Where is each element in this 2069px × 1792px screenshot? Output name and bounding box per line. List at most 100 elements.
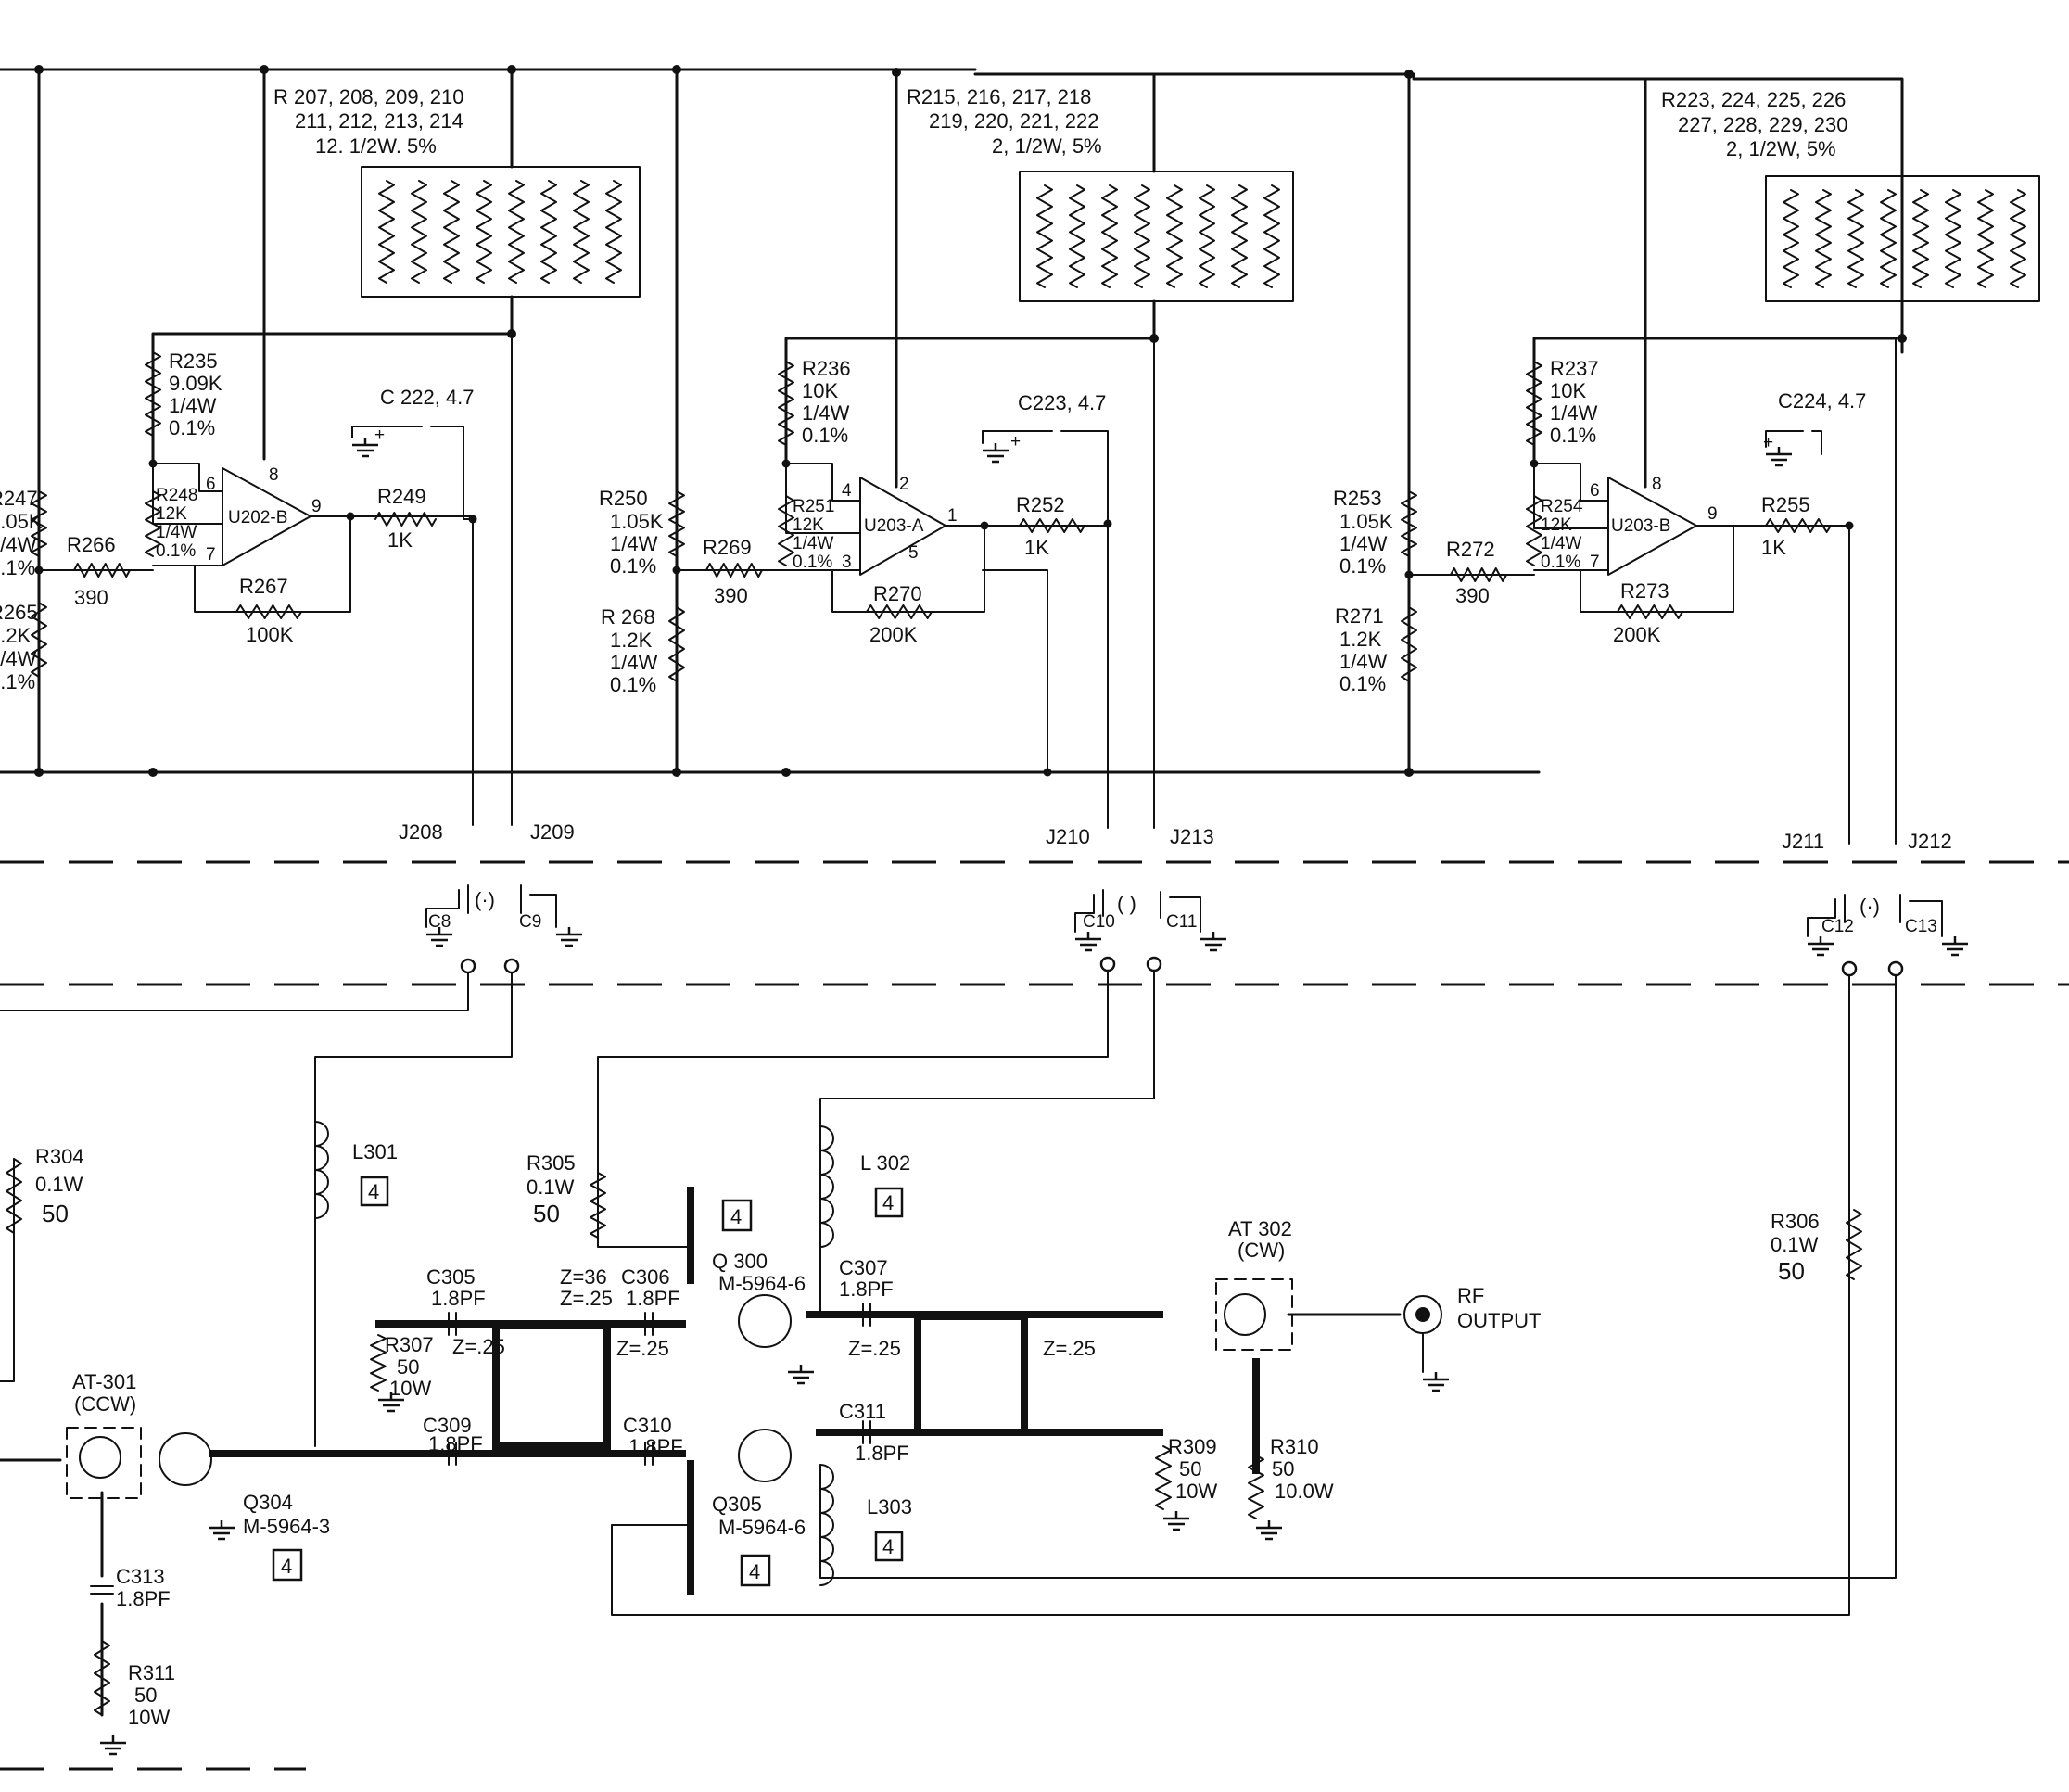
r269-label: R269 xyxy=(703,536,752,559)
r273-resistor xyxy=(1617,604,1683,619)
c310-label: C310 xyxy=(623,1414,672,1437)
r307-power: 10W xyxy=(389,1377,431,1400)
r247-power: 1/4W xyxy=(0,533,37,556)
r310-power: 10.0W xyxy=(1275,1480,1334,1503)
r236-resistor xyxy=(778,361,794,446)
opamp-u202-b xyxy=(222,467,311,566)
opamp-1-pin-inn: 7 xyxy=(206,545,216,565)
r254-tolerance: 0.1% xyxy=(1541,553,1580,572)
q300-ref-box xyxy=(721,1199,753,1232)
r251-tolerance: 0.1% xyxy=(793,553,832,572)
r237-resistor xyxy=(1526,361,1542,446)
r310-value: 50 xyxy=(1272,1457,1294,1481)
r265-power: 1/4W xyxy=(0,647,37,670)
z-d-label: Z=.25 xyxy=(1043,1337,1096,1360)
bank-3-label-line-3: 2, 1/2W, 5% xyxy=(1726,137,1836,160)
c306-plates xyxy=(644,1312,654,1336)
bank-1-resistor-2 xyxy=(411,180,427,284)
q305-part: M-5964-6 xyxy=(718,1516,806,1539)
c307-label: C307 xyxy=(839,1256,888,1279)
q304-part: M-5964-3 xyxy=(243,1515,330,1538)
r251-power: 1/4W xyxy=(793,534,833,553)
r273-label: R273 xyxy=(1620,579,1669,603)
r271-label: R271 xyxy=(1335,604,1384,628)
feedthrough-3: (·) xyxy=(1860,895,1880,918)
c305-plates xyxy=(448,1312,457,1336)
r272-label: R272 xyxy=(1446,538,1495,561)
l301-coil xyxy=(314,1121,329,1219)
bank-3-resistor-5 xyxy=(1912,189,1929,288)
z36-value: Z=.25 xyxy=(560,1287,613,1310)
r304-label: R304 xyxy=(35,1145,84,1168)
cap-c8-label: C8 xyxy=(428,912,451,932)
r252-label: R252 xyxy=(1016,493,1065,516)
opamp-3-pin-vp: 8 xyxy=(1652,475,1662,494)
r248-label: R248 xyxy=(156,486,197,505)
r311-resistor xyxy=(94,1640,110,1716)
r253-value: 1.05K xyxy=(1339,510,1393,533)
bank-1-resistor-8 xyxy=(605,180,622,284)
r304-resistor xyxy=(6,1158,22,1234)
r237-label: R237 xyxy=(1550,357,1599,380)
c311-value: 1.8PF xyxy=(855,1442,909,1465)
q300-part: M-5964-6 xyxy=(718,1272,806,1295)
r253-label: R253 xyxy=(1333,487,1382,510)
c222-label: C 222, 4.7 xyxy=(380,386,475,409)
q304-ref-box xyxy=(272,1548,303,1582)
r311-power: 10W xyxy=(128,1706,170,1729)
r247-label: R247 xyxy=(0,487,38,510)
bank-2-resistor-5 xyxy=(1166,184,1183,288)
r304-value: 50 xyxy=(42,1200,69,1227)
opamp-1-pin-inp: 6 xyxy=(206,475,216,494)
resistor-bank-2: R215, 216, 217, 218 219, 220, 221, 222 2… xyxy=(784,70,1294,489)
q305-ref-box xyxy=(740,1554,771,1587)
r254-label: R254 xyxy=(1541,497,1583,516)
c222-polarity: + xyxy=(374,426,385,445)
r235-tolerance: 0.1% xyxy=(169,416,215,439)
rf-output-label-1: RF xyxy=(1457,1284,1484,1307)
c309-label: C309 xyxy=(423,1414,472,1437)
c311-label: C311 xyxy=(839,1400,886,1423)
r305-value: 50 xyxy=(533,1200,560,1227)
r306-resistor xyxy=(1846,1209,1862,1280)
c305-label: C305 xyxy=(426,1265,476,1289)
r271-resistor xyxy=(1401,606,1417,682)
jack-j213-label: J213 xyxy=(1170,825,1214,848)
at301-label: AT-301 xyxy=(72,1370,136,1393)
r266-label: R266 xyxy=(67,533,116,556)
r249-value: 1K xyxy=(387,528,413,552)
r248-tolerance: 0.1% xyxy=(156,541,196,561)
bank-1-resistor-7 xyxy=(573,180,590,284)
r310-resistor xyxy=(1248,1455,1264,1519)
bank-2-resistor-6 xyxy=(1199,184,1215,288)
cap-c13-label: C13 xyxy=(1905,917,1937,936)
bank-3-resistor-4 xyxy=(1880,189,1897,288)
feedthrough-2: ( ) xyxy=(1117,892,1136,915)
r255-resistor xyxy=(1765,518,1832,533)
divider-labels: R247 1.05K 1/4W 0.1% R265 1.2K 1/4W 0.1%… xyxy=(0,487,1393,696)
c223-polarity: + xyxy=(1010,432,1021,451)
r247-resistor xyxy=(31,490,47,557)
bank-3-resistor-7 xyxy=(1977,189,1994,288)
r265-label: R265 xyxy=(0,601,38,624)
r253-resistor xyxy=(1401,490,1417,557)
l302-ref-box xyxy=(874,1187,904,1218)
r305-resistor xyxy=(590,1172,606,1239)
r270-label: R270 xyxy=(873,582,922,605)
r307-value: 50 xyxy=(397,1355,419,1379)
connector-section: J208 J209 J210 J213 J211 J212 C8 C9 C10 … xyxy=(0,820,2069,986)
bank-1-resistor-3 xyxy=(443,180,460,284)
opamp-2-pin-out: 1 xyxy=(947,506,958,526)
r236-tolerance: 0.1% xyxy=(802,424,848,447)
q300-ref-number: 4 xyxy=(730,1205,742,1228)
r310-label: R310 xyxy=(1270,1435,1319,1458)
r253-tolerance: 0.1% xyxy=(1339,554,1386,578)
bank-2-resistor-7 xyxy=(1231,184,1248,288)
bank-1-label-line-3: 12. 1/2W. 5% xyxy=(315,134,437,158)
cap-c10-label: C10 xyxy=(1083,912,1115,932)
r304-power: 0.1W xyxy=(35,1173,83,1196)
r265-value: 1.2K xyxy=(0,624,32,647)
r250-resistor xyxy=(668,490,685,557)
resistor-bank-1: R 207, 208, 209, 210 211, 212, 213, 214 … xyxy=(151,68,641,465)
